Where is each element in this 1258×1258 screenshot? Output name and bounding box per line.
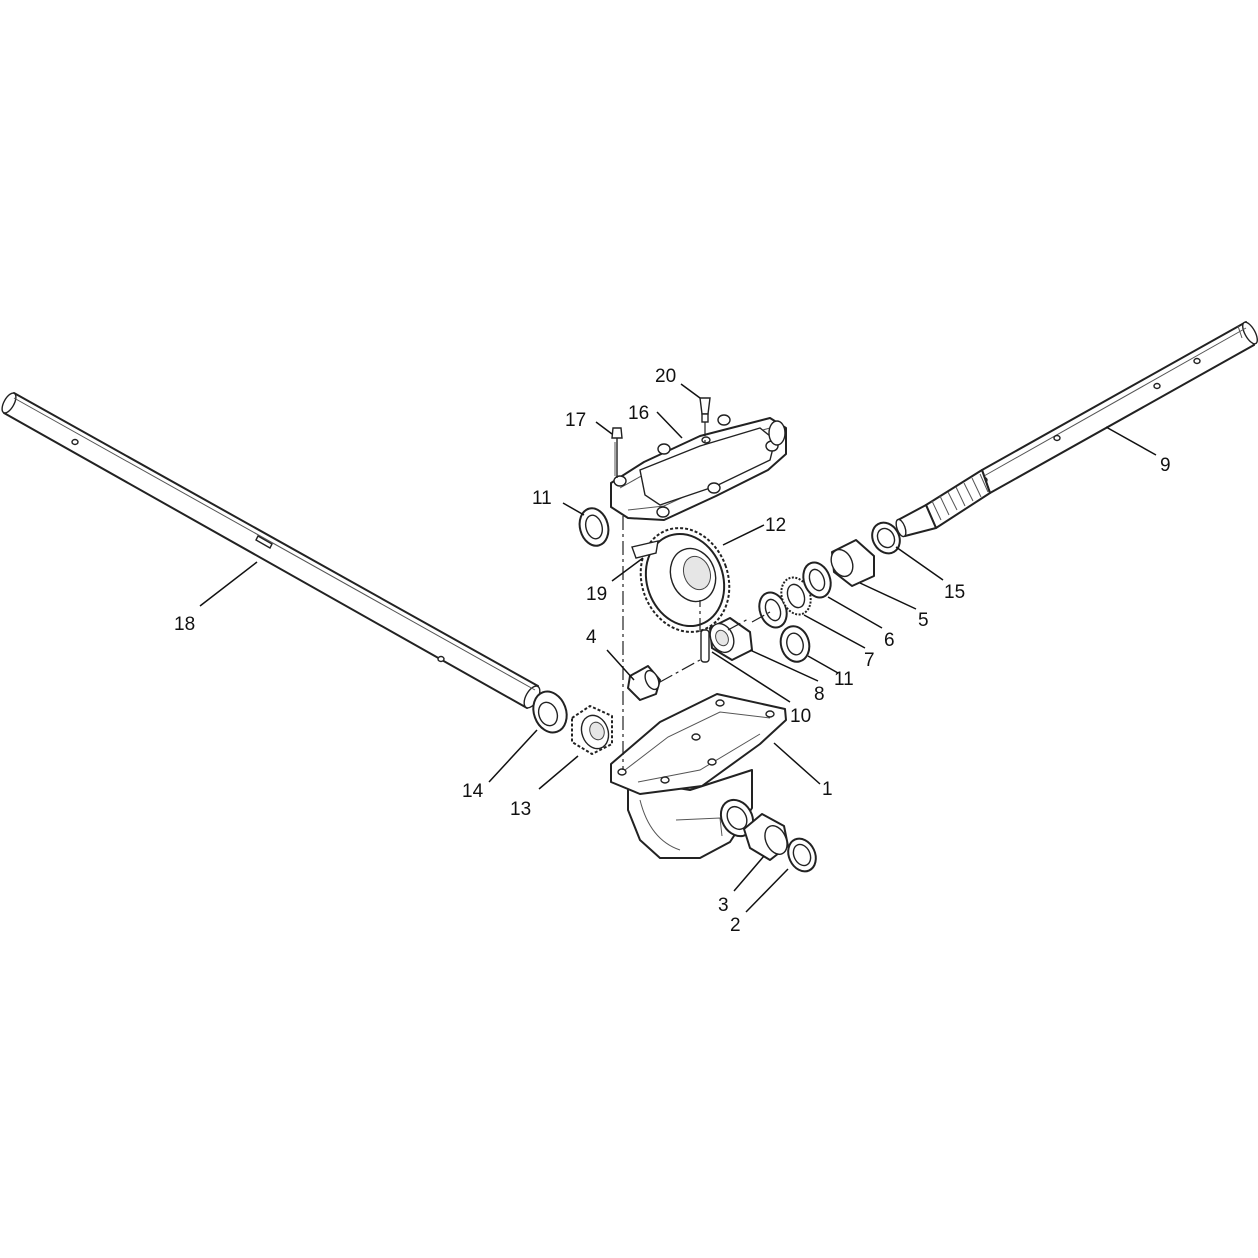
part-3-sleeve xyxy=(743,813,789,861)
part-11-washer-lower xyxy=(779,625,811,663)
part-16-housing-cover xyxy=(610,414,787,521)
callout-6: 6 xyxy=(884,630,895,651)
part-6-thrust-bearing xyxy=(780,576,812,616)
part-20-vent-fitting xyxy=(699,397,711,442)
callout-2: 2 xyxy=(730,915,741,936)
part-17-bolt xyxy=(611,427,623,478)
callout-11-upper: 11 xyxy=(532,488,552,509)
part-14-bearing xyxy=(532,690,568,734)
callout-17: 17 xyxy=(565,410,586,431)
callout-16: 16 xyxy=(628,403,649,424)
assembly-centerlines xyxy=(622,516,771,770)
callout-15: 15 xyxy=(944,582,965,603)
callout-10: 10 xyxy=(790,706,811,727)
callout-5: 5 xyxy=(918,610,929,631)
part-4-bushing xyxy=(627,665,661,701)
callout-18: 18 xyxy=(174,614,195,635)
part-10-pin xyxy=(700,629,710,663)
callout-1: 1 xyxy=(822,779,833,800)
part-12-spur-gear xyxy=(639,527,731,633)
leader-lines xyxy=(199,383,1157,913)
callout-11-lower: 11 xyxy=(834,669,854,690)
part-washer-near-5 xyxy=(802,561,832,599)
part-15-seal xyxy=(871,521,901,555)
callout-3: 3 xyxy=(718,895,729,916)
part-1-gear-housing xyxy=(610,693,787,859)
callout-12: 12 xyxy=(765,515,786,536)
callout-14: 14 xyxy=(462,781,484,802)
part-2-seal-ring xyxy=(787,837,817,873)
callout-4: 4 xyxy=(586,627,597,648)
part-7-washer xyxy=(758,591,788,629)
callout-13: 13 xyxy=(510,799,531,820)
part-8-bearing xyxy=(709,617,753,661)
part-9-worm-shaft xyxy=(895,321,1258,538)
part-5-bushing xyxy=(830,539,875,587)
callout-9: 9 xyxy=(1160,455,1171,476)
part-18-axle-shaft xyxy=(1,392,541,709)
callout-7: 7 xyxy=(864,650,875,671)
callout-19: 19 xyxy=(586,584,607,605)
callout-8: 8 xyxy=(814,684,825,705)
part-13-bearing-cup xyxy=(571,705,613,755)
part-19-woodruff-key xyxy=(631,540,659,559)
part-11-washer-upper xyxy=(578,507,610,547)
callout-labels: 1 2 3 4 5 6 7 8 9 10 11 11 12 13 14 15 1… xyxy=(174,366,1171,936)
callout-20: 20 xyxy=(655,366,676,387)
